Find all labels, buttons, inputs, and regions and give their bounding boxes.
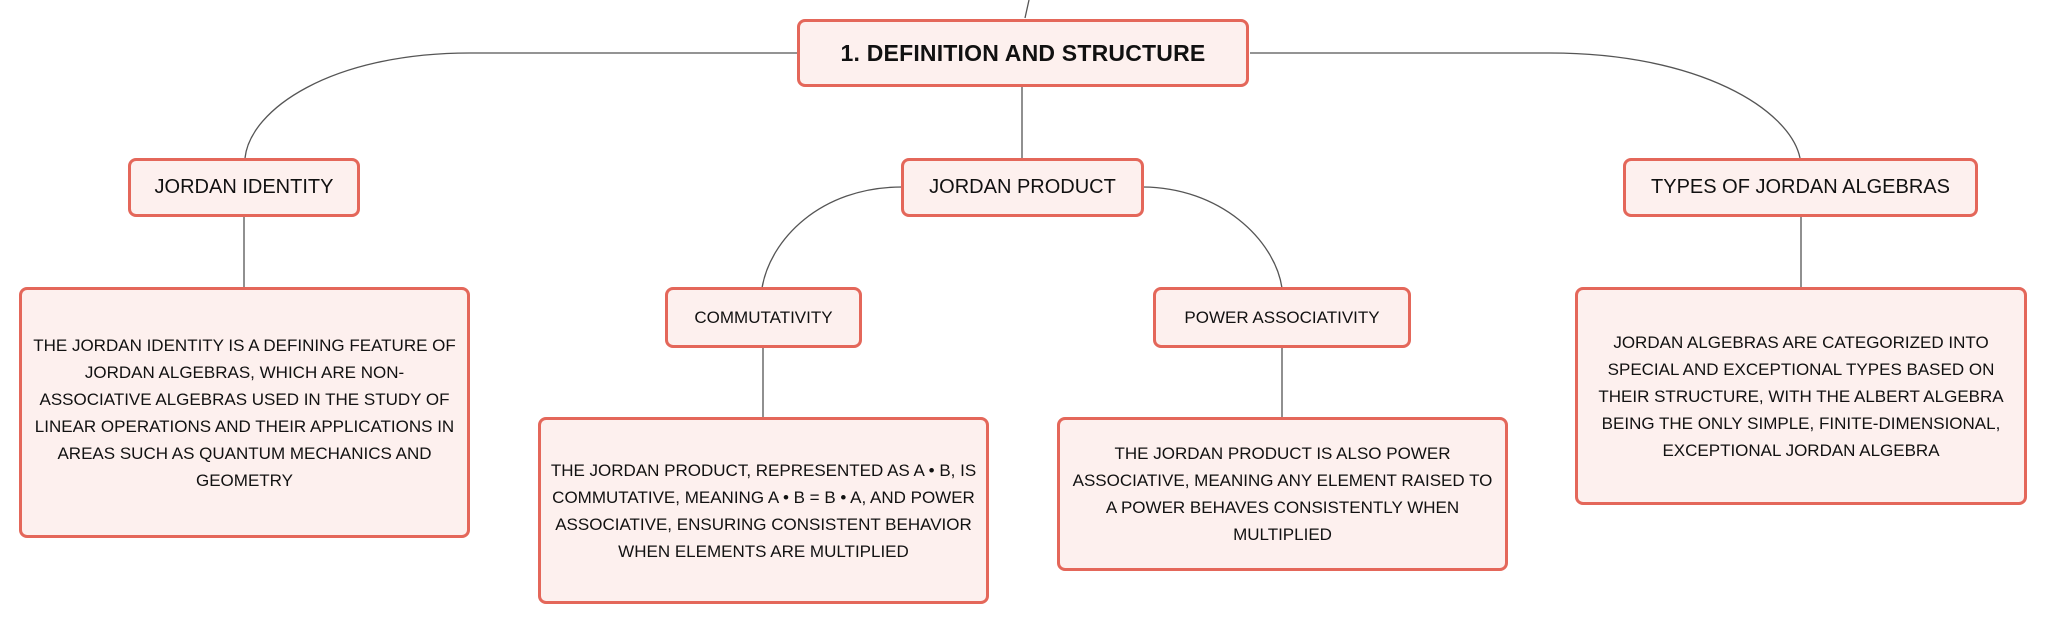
connector-product-to-commutativity <box>761 186 903 289</box>
commutativity-description-node[interactable]: THE JORDAN PRODUCT, REPRESENTED AS A • B… <box>538 417 989 604</box>
connector-product-to-power-associativity <box>1141 186 1283 289</box>
jordan-product-label: JORDAN PRODUCT <box>929 176 1116 198</box>
types-of-jordan-algebras-label: TYPES OF JORDAN ALGEBRAS <box>1651 176 1950 198</box>
jordan-product-node[interactable]: JORDAN PRODUCT <box>901 158 1144 217</box>
power-associativity-label: POWER ASSOCIATIVITY <box>1184 307 1380 327</box>
jordan-identity-node[interactable]: JORDAN IDENTITY <box>128 158 360 217</box>
jordan-identity-description-node[interactable]: THE JORDAN IDENTITY IS A DEFINING FEATUR… <box>19 287 470 538</box>
power-associativity-description-node[interactable]: THE JORDAN PRODUCT IS ALSO POWER ASSOCIA… <box>1057 417 1508 571</box>
power-associativity-description: THE JORDAN PRODUCT IS ALSO POWER ASSOCIA… <box>1072 444 1493 544</box>
connector-root-to-jordan-identity <box>244 52 798 159</box>
commutativity-label: COMMUTATIVITY <box>694 307 833 327</box>
power-associativity-node[interactable]: POWER ASSOCIATIVITY <box>1153 287 1411 348</box>
commutativity-description: THE JORDAN PRODUCT, REPRESENTED AS A • B… <box>550 460 977 561</box>
connector-parent-to-root <box>1024 0 1030 19</box>
root-topic-label: 1. DEFINITION AND STRUCTURE <box>840 39 1206 66</box>
types-description: JORDAN ALGEBRAS ARE CATEGORIZED INTO SPE… <box>1598 332 2004 460</box>
connector-root-to-types <box>1250 52 1801 159</box>
types-of-jordan-algebras-node[interactable]: TYPES OF JORDAN ALGEBRAS <box>1623 158 1978 217</box>
commutativity-node[interactable]: COMMUTATIVITY <box>665 287 862 348</box>
root-topic-node[interactable]: 1. DEFINITION AND STRUCTURE <box>797 19 1249 87</box>
types-description-node[interactable]: JORDAN ALGEBRAS ARE CATEGORIZED INTO SPE… <box>1575 287 2027 505</box>
jordan-identity-label: JORDAN IDENTITY <box>154 176 334 198</box>
jordan-identity-description: THE JORDAN IDENTITY IS A DEFINING FEATUR… <box>33 335 456 490</box>
